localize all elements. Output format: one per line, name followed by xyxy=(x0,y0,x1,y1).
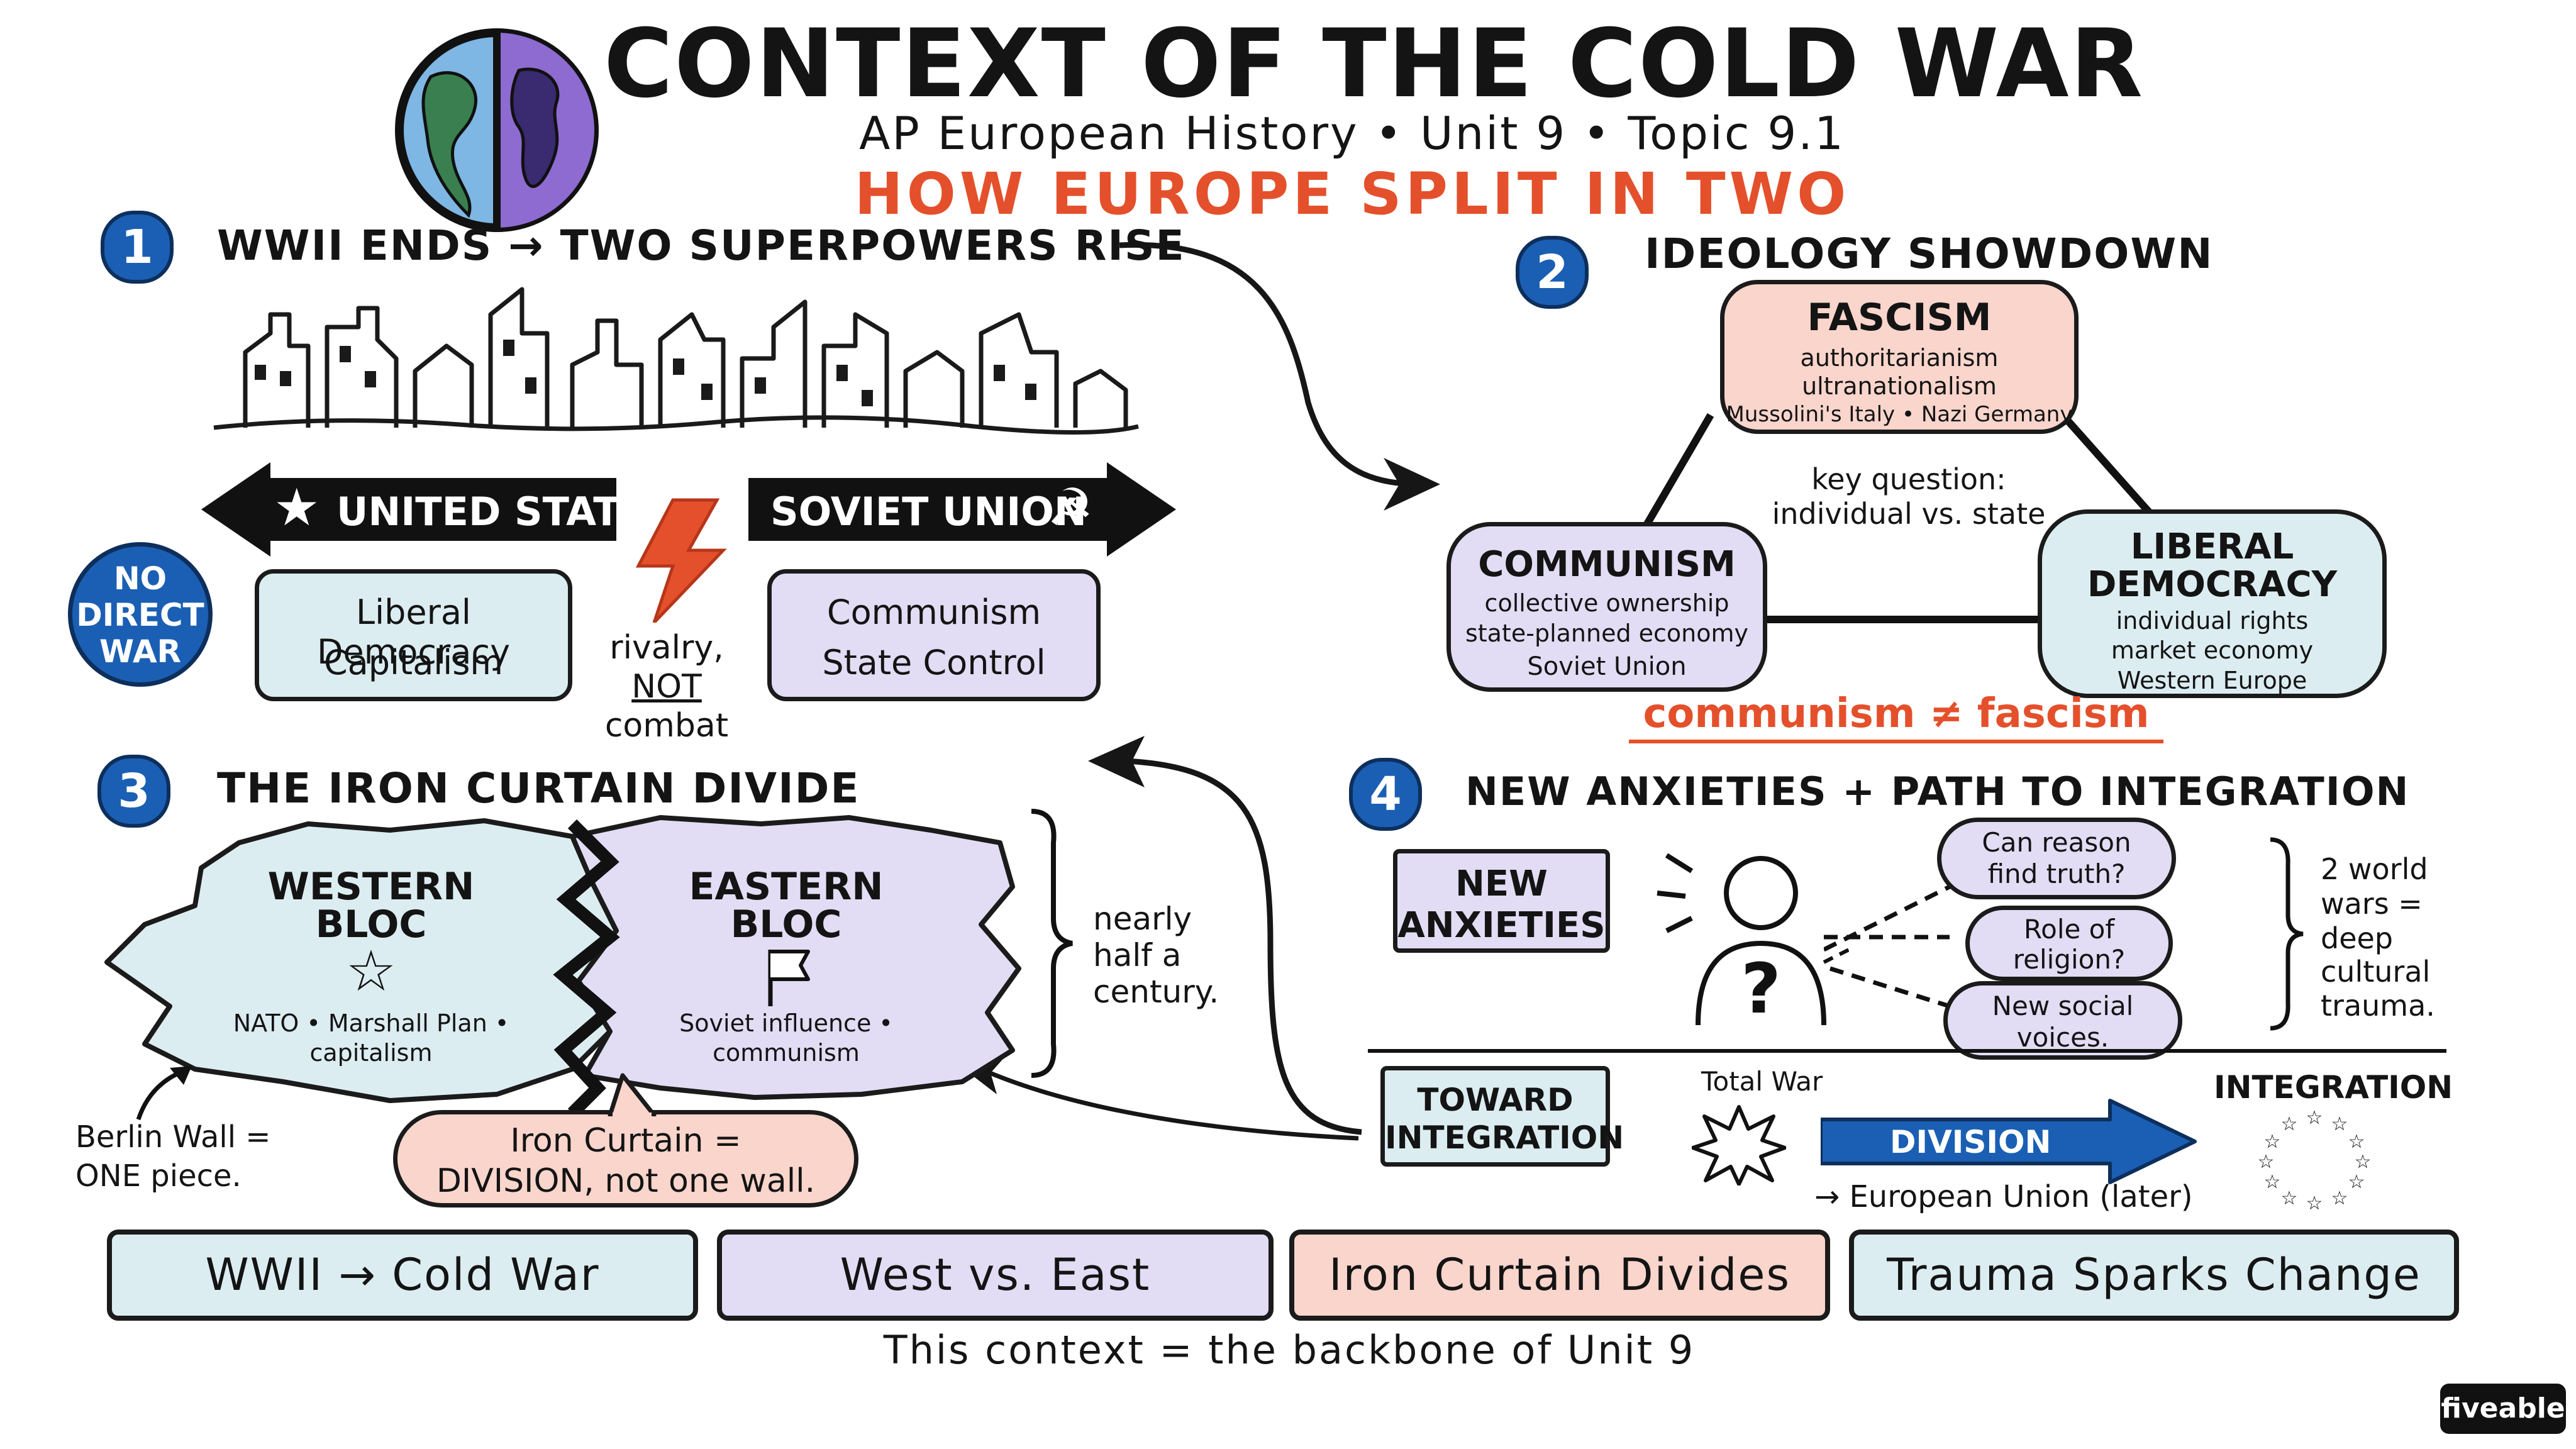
integration-label: INTEGRATION xyxy=(2214,1069,2453,1106)
flag-icon xyxy=(768,950,810,1006)
explosion-icon xyxy=(1692,1105,1786,1185)
svg-text:☆: ☆ xyxy=(2348,1171,2365,1193)
svg-text:☆: ☆ xyxy=(2306,1110,2323,1129)
page-tagline: HOW EUROPE SPLIT IN TWO xyxy=(854,160,1850,228)
section-4-divider xyxy=(1368,1049,2446,1053)
total-war-label: Total War xyxy=(1701,1066,1823,1097)
iron-curtain-callout: Iron Curtain = DIVISION, not one wall. xyxy=(393,1110,858,1208)
section-3-heading: THE IRON CURTAIN DIVIDE xyxy=(217,764,860,813)
trauma-brace xyxy=(2270,837,2304,1031)
eastern-bloc-title-1: EASTERN xyxy=(689,865,884,909)
section-1-badge: 1 xyxy=(101,211,174,284)
brace-icon xyxy=(1031,809,1073,1078)
thought-bubble-religion: Role of religion? xyxy=(1965,906,2173,981)
toward-integration-box: TOWARD INTEGRATION xyxy=(1380,1066,1624,1167)
lightning-icon xyxy=(635,498,727,623)
western-bloc-line-1: NATO • Marshall Plan • xyxy=(233,1009,509,1037)
duration-line-2: half a xyxy=(1093,937,1182,974)
trauma-note-5: trauma. xyxy=(2321,989,2435,1023)
key-question-text: individual vs. state xyxy=(1772,497,2046,531)
svg-text:☆: ☆ xyxy=(2331,1113,2348,1135)
thought-bubble-voices: New social voices. xyxy=(1943,981,2182,1060)
svg-text:☆: ☆ xyxy=(2348,1131,2365,1153)
communism-box: COMMUNISM collective ownership state-pla… xyxy=(1446,522,1767,692)
liberal-democracy-box: LIBERAL DEMOCRACY individual rights mark… xyxy=(2038,509,2387,698)
division-label: DIVISION xyxy=(1890,1124,2051,1160)
svg-text:☆: ☆ xyxy=(2355,1151,2372,1173)
eastern-bloc-line-1: Soviet influence • xyxy=(679,1009,893,1037)
us-arrow-banner: ★ UNITED STATES xyxy=(201,462,675,557)
section-1-heading: WWII ENDS → TWO SUPERPOWERS RISE xyxy=(217,221,1185,270)
rivalry-line-3: combat xyxy=(604,707,729,745)
trauma-note-3: deep xyxy=(2321,921,2393,955)
svg-text:☆: ☆ xyxy=(2281,1187,2298,1209)
svg-text:☆: ☆ xyxy=(2258,1151,2275,1173)
star-outline-icon: ☆ xyxy=(345,938,397,1004)
ussr-arrow-banner: SOVIET UNION ☭ xyxy=(748,462,1176,557)
svg-text:☆: ☆ xyxy=(2306,1192,2323,1211)
us-label: UNITED STATES xyxy=(336,489,675,535)
western-bloc-title-2: BLOC xyxy=(315,902,427,947)
section-2-badge: 2 xyxy=(1516,236,1589,309)
ruined-city-illustration xyxy=(213,287,1139,435)
division-arrow: DIVISION xyxy=(1821,1097,2198,1185)
page-title: CONTEXT OF THE COLD WAR xyxy=(604,9,2145,119)
ussr-ideology-box: Communism State Control xyxy=(767,569,1101,701)
thought-dash-lines xyxy=(1824,884,1951,1009)
western-bloc-title-1: WESTERN xyxy=(267,865,475,909)
eastern-bloc-line-2: communism xyxy=(713,1039,860,1067)
summary-band-4: Trauma Sparks Change xyxy=(1849,1230,2459,1321)
section-4-badge: 4 xyxy=(1349,758,1422,831)
hammer-sickle-icon: ☭ xyxy=(1047,478,1094,538)
page-subtitle: AP European History • Unit 9 • Topic 9.1 xyxy=(859,107,1845,160)
summary-band-1: WWII → Cold War xyxy=(107,1230,698,1321)
berlin-wall-note-1: Berlin Wall = xyxy=(75,1119,271,1155)
summary-band-2: West vs. East xyxy=(717,1230,1274,1321)
berlin-wall-note-2: ONE piece. xyxy=(75,1158,242,1194)
svg-text:☆: ☆ xyxy=(2264,1171,2281,1193)
key-question-label: key question: xyxy=(1811,462,2006,496)
thought-bubble-reason: Can reason find truth? xyxy=(1937,818,2176,899)
section-2-heading: IDEOLOGY SHOWDOWN xyxy=(1645,230,2214,278)
rivalry-line-2: NOT xyxy=(631,668,702,706)
svg-text:☆: ☆ xyxy=(2264,1131,2281,1153)
person-question-icon: ? xyxy=(1657,853,1849,1029)
globe-icon xyxy=(393,26,601,234)
not-equal-note: communism ≠ fascism xyxy=(1629,691,2163,743)
footer-note: This context = the backbone of Unit 9 xyxy=(883,1327,1696,1373)
svg-text:☆: ☆ xyxy=(2281,1113,2298,1135)
us-ideology-box: Liberal Democracy Capitalism xyxy=(255,569,572,701)
duration-line-1: nearly xyxy=(1093,901,1192,937)
ussr-label: SOVIET UNION xyxy=(770,489,1087,535)
svg-text:☆: ☆ xyxy=(2331,1187,2348,1209)
europe-map xyxy=(104,815,1021,1118)
western-bloc-line-2: capitalism xyxy=(309,1039,433,1067)
eastern-bloc-title-2: BLOC xyxy=(730,902,842,947)
section-4-heading: NEW ANXIETIES + PATH TO INTEGRATION xyxy=(1465,769,2410,814)
berlin-arrow xyxy=(136,1066,192,1121)
rivalry-line-1: rivalry, xyxy=(609,629,724,667)
eu-later-note: → European Union (later) xyxy=(1814,1179,2193,1214)
eu-stars-icon: ☆☆☆ ☆☆☆ ☆☆☆ ☆☆☆ xyxy=(2258,1110,2372,1211)
star-icon: ★ xyxy=(274,478,320,538)
no-direct-war-badge: NO DIRECT WAR xyxy=(68,542,213,687)
fascism-box: FASCISM authoritarianism ultranationalis… xyxy=(1720,280,2079,434)
svg-text:?: ? xyxy=(1741,948,1781,1029)
section-3-badge: 3 xyxy=(97,755,170,828)
brand-badge: fiveable xyxy=(2440,1384,2566,1434)
trauma-note-4: cultural xyxy=(2321,955,2431,989)
trauma-note-1: 2 world xyxy=(2321,852,2428,886)
duration-line-3: century. xyxy=(1093,974,1219,1010)
trauma-note-2: wars = xyxy=(2321,887,2423,921)
new-anxieties-box: NEW ANXIETIES xyxy=(1393,849,1610,953)
summary-band-3: Iron Curtain Divides xyxy=(1289,1230,1830,1321)
callout-tail xyxy=(608,1073,657,1116)
